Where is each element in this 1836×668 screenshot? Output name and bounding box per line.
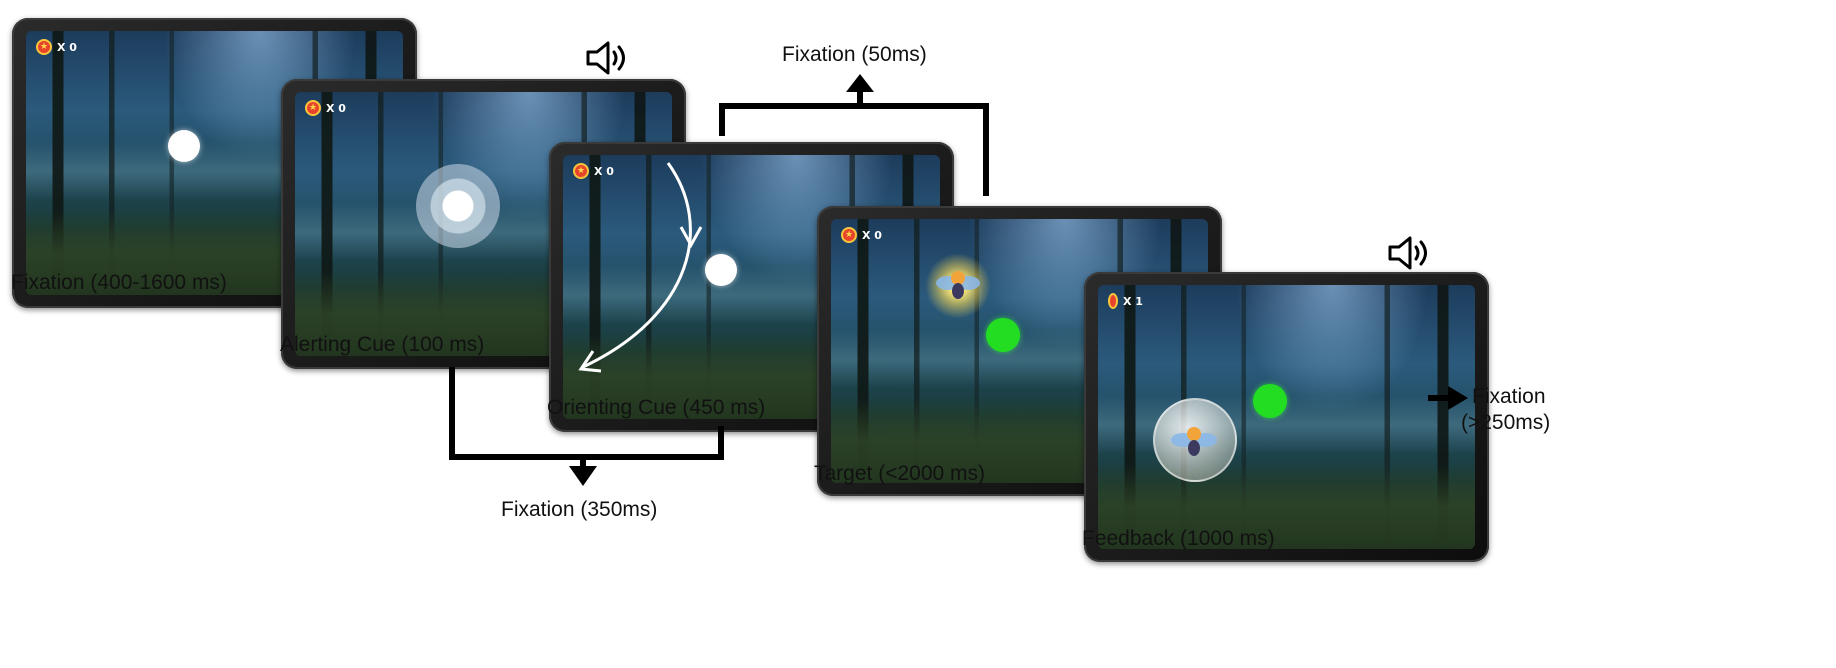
green-target-dot (1253, 384, 1287, 418)
score-display: ★ X 0 (841, 227, 882, 243)
score-text: X 0 (594, 164, 614, 178)
caption-alerting-cue: Alerting Cue (100 ms) (280, 333, 485, 356)
tablet-frame-feedback: X 1 (1084, 272, 1489, 562)
orienting-arrow (578, 162, 703, 373)
star-coin-icon: ★ (573, 163, 589, 179)
speaker-icon (586, 41, 625, 75)
star-coin-icon: ★ (841, 227, 857, 243)
caption-fixation: Fixation (400-1600 ms) (11, 271, 227, 294)
fixation-350ms-arrowhead (569, 466, 597, 486)
fixation-dot (705, 254, 737, 286)
caption-orienting-cue: Orienting Cue (450 ms) (547, 396, 766, 419)
star-coin-icon: ★ (305, 100, 321, 116)
firefly-target (925, 253, 991, 319)
caption-final-fixation-line1: Fixation (1472, 385, 1546, 408)
score-text: X 0 (57, 40, 77, 54)
orienting-arrow-chevron (679, 226, 703, 249)
fixation-dot (168, 130, 200, 162)
score-display: ★ X 0 (36, 39, 77, 55)
score-text: X 1 (1123, 294, 1143, 308)
green-target-dot (986, 318, 1020, 352)
forest-scene: X 1 (1098, 285, 1475, 549)
score-display: ★ X 0 (573, 163, 614, 179)
caption-final-fixation-line2: (>250ms) (1461, 411, 1551, 434)
score-text: X 0 (326, 101, 346, 115)
star-coin-icon: ★ (36, 39, 52, 55)
score-text: X 0 (862, 228, 882, 242)
score-display: ★ X 0 (305, 100, 346, 116)
orienting-arrow-head (578, 350, 602, 373)
caption-fixation-50ms: Fixation (50ms) (782, 43, 927, 66)
orienting-arrow-curve (582, 162, 692, 369)
speaker-icon (1388, 236, 1427, 270)
score-display: X 1 (1108, 293, 1143, 309)
fixation-50ms-connector (719, 103, 989, 196)
firefly-icon (936, 271, 980, 299)
caption-feedback: Feedback (1000 ms) (1082, 527, 1275, 550)
coin-side-icon (1108, 293, 1118, 309)
final-fixation-arrowhead (1448, 386, 1468, 410)
fixation-350ms-connector (449, 367, 724, 460)
caption-fixation-350ms: Fixation (350ms) (501, 498, 658, 521)
alerting-halo-cue (416, 164, 500, 248)
caption-target: Target (<2000 ms) (814, 462, 985, 485)
fixation-50ms-arrowhead (846, 74, 874, 92)
firefly-captured-bubble (1153, 398, 1237, 482)
firefly-icon (1171, 427, 1217, 456)
